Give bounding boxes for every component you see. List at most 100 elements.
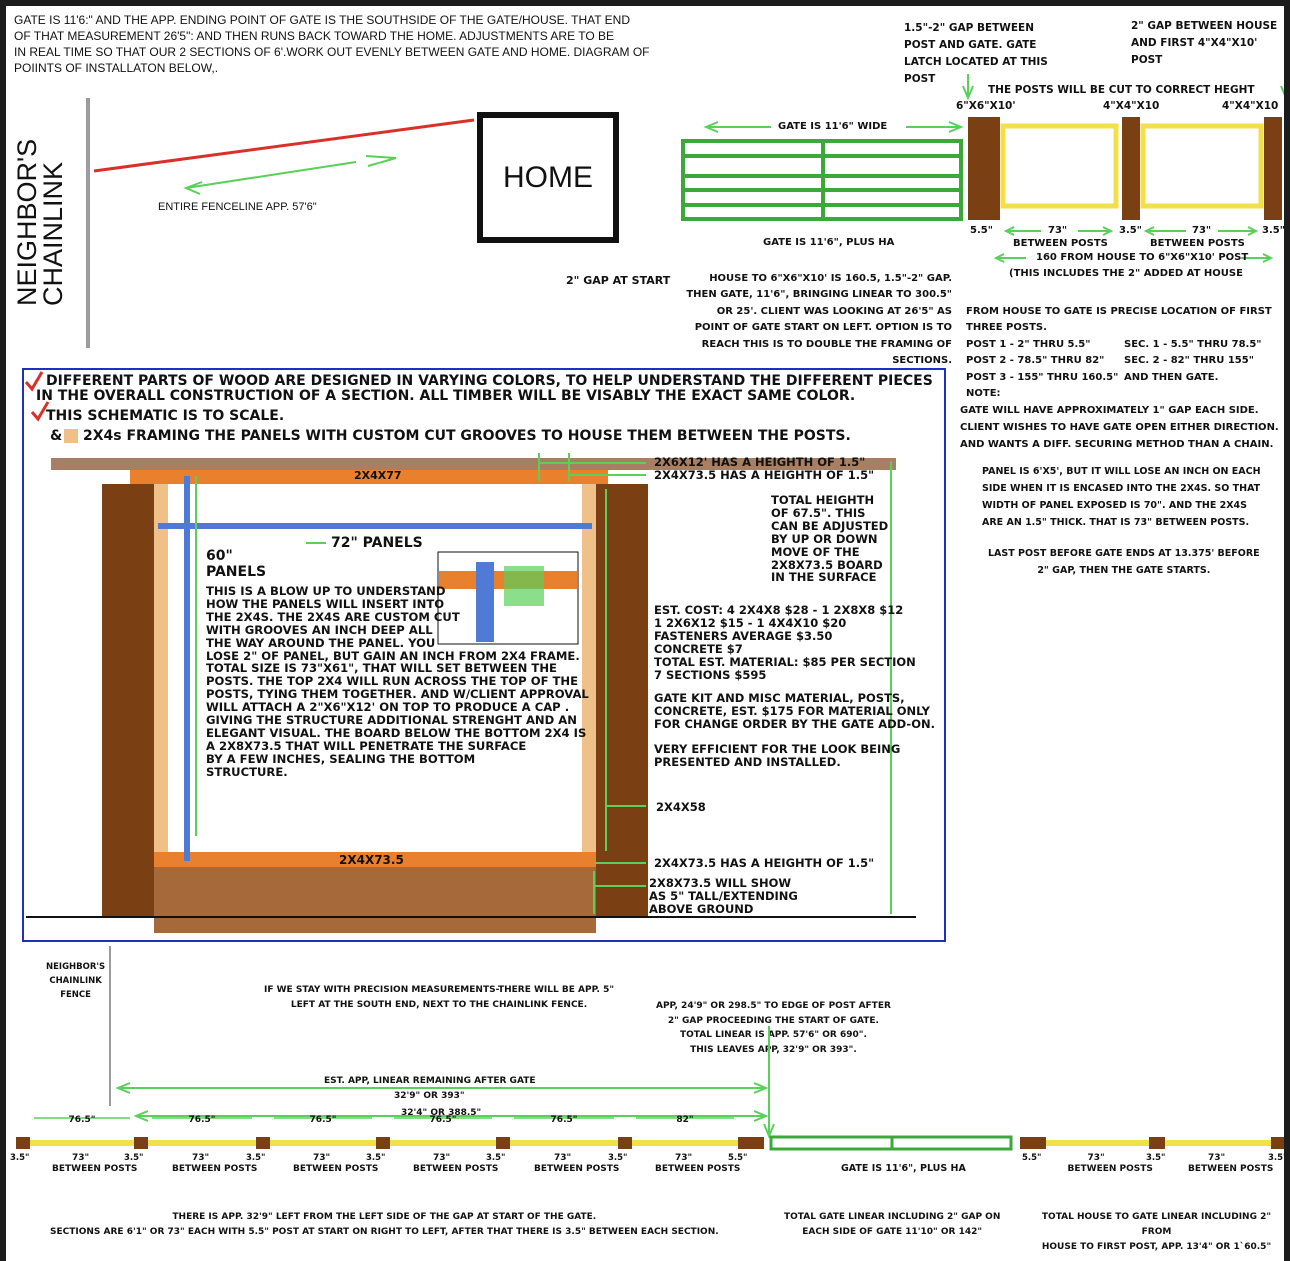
post-dim-label: 3.5" bbox=[366, 1153, 386, 1163]
home-label: HOME bbox=[503, 161, 593, 194]
segment-73-label: 73" bbox=[433, 1153, 450, 1163]
post-marker-right bbox=[1149, 1137, 1165, 1149]
very-efficient-note: VERY EFFICIENT FOR THE LOOK BEING PRESEN… bbox=[654, 742, 901, 769]
from-house-160: 160 FROM HOUSE TO 6"X6"X10' POST bbox=[1036, 252, 1249, 263]
between-posts-top-b: BETWEEN POSTS bbox=[1150, 238, 1245, 249]
gate-plus-ha-label: GATE IS 11'6", PLUS HA bbox=[763, 237, 895, 248]
between-posts-label: BETWEEN POSTS bbox=[413, 1164, 498, 1174]
post-marker bbox=[618, 1137, 632, 1149]
fenceline-red bbox=[93, 118, 475, 173]
between-posts-label-right: BETWEEN POSTS bbox=[1188, 1164, 1273, 1174]
section-marker bbox=[510, 1140, 618, 1146]
precision-note: IF WE STAY WITH PRECISION MEASUREMENTS-T… bbox=[264, 985, 615, 1010]
segment-73-label: 73" bbox=[192, 1153, 209, 1163]
fenceline-arrows bbox=[183, 155, 397, 195]
gap-at-start-label: 2" GAP AT START bbox=[566, 274, 671, 287]
posts-list: POST 1 - 2" THRU 5.5" POST 2 - 78.5" THR… bbox=[966, 339, 1119, 400]
gate-gap-note: GATE WILL HAVE APPROXIMATELY 1" GAP EACH… bbox=[960, 405, 1279, 450]
post-section-drawing bbox=[968, 117, 1282, 220]
post-dim-label-right: 3.5" bbox=[1146, 1153, 1166, 1163]
post-marker bbox=[376, 1137, 390, 1149]
section-marker-right bbox=[1046, 1140, 1149, 1146]
dim-3-5-top-end: 3.5" bbox=[1262, 225, 1285, 236]
between-posts-label: BETWEEN POSTS bbox=[293, 1164, 378, 1174]
precise-location-note: FROM HOUSE TO GATE IS PRECISE LOCATION O… bbox=[966, 306, 1272, 334]
gate-kit-note: GATE KIT AND MISC MATERIAL, POSTS, CONCR… bbox=[654, 691, 935, 731]
section-marker bbox=[30, 1140, 134, 1146]
label-2x8: 2X8X73.5 WILL SHOW AS 5" TALL/EXTENDING … bbox=[649, 876, 798, 916]
section-marker-right bbox=[1165, 1140, 1271, 1146]
section-marker bbox=[632, 1140, 738, 1146]
post-marker bbox=[496, 1137, 510, 1149]
post-marker bbox=[256, 1137, 270, 1149]
gate-plus-ha-bottom: GATE IS 11'6", PLUS HA bbox=[841, 1163, 966, 1174]
between-posts-label: BETWEEN POSTS bbox=[52, 1164, 137, 1174]
dim-73-top-b: 73" bbox=[1192, 225, 1212, 236]
post-dim-label-right: 3.5" bbox=[1268, 1153, 1288, 1163]
section-marker bbox=[270, 1140, 376, 1146]
segment-label: 82" bbox=[676, 1115, 693, 1125]
segment-label: 76.5" bbox=[69, 1115, 96, 1125]
top-right-indicator-lines bbox=[962, 74, 1284, 263]
segment-73-label: 73" bbox=[72, 1153, 89, 1163]
bottom-note-right: TOTAL HOUSE TO GATE LINEAR INCLUDING 2" … bbox=[1041, 1212, 1272, 1252]
panel-note: PANEL IS 6'X5', BUT IT WILL LOSE AN INCH… bbox=[982, 466, 1261, 528]
segment-label: 76.5" bbox=[551, 1115, 578, 1125]
left-post bbox=[102, 484, 154, 918]
label-60-panels: 60" PANELS bbox=[206, 548, 267, 580]
check-note-3: 2X4s FRAMING THE PANELS WITH CUSTOM CUT … bbox=[83, 428, 851, 444]
gate-wide-label: GATE IS 11'6" WIDE bbox=[778, 121, 888, 132]
gap-note-post-gate: 1.5"-2" GAP BETWEEN POST AND GATE. GATE … bbox=[904, 22, 1048, 85]
linear-plan-diagram: 76.5"73"BETWEEN POSTS3.5"76.5"73"BETWEEN… bbox=[10, 946, 1288, 1174]
post-dim-label-right: 5.5" bbox=[1022, 1153, 1042, 1163]
segment-73-label: 73" bbox=[554, 1153, 571, 1163]
segment-label: 76.5" bbox=[189, 1115, 216, 1125]
segment-label: 76.5" bbox=[310, 1115, 337, 1125]
section-schematic bbox=[24, 371, 916, 933]
gate-width-arrows bbox=[703, 121, 964, 133]
right-post bbox=[596, 484, 648, 918]
est-cost-note: EST. COST: 4 2X4X8 $28 - 1 2X8X8 $12 1 2… bbox=[654, 603, 916, 682]
sections-list: SEC. 1 - 5.5" THRU 78.5" SEC. 2 - 82" TH… bbox=[1124, 339, 1262, 383]
post-dim-label-start: 3.5" bbox=[10, 1153, 30, 1163]
segment-73-label: 73" bbox=[313, 1153, 330, 1163]
dim-3-5-top: 3.5" bbox=[1119, 225, 1142, 236]
label-2x4x73-bottom: 2X4X73.5 HAS A HEIGHTH OF 1.5" bbox=[654, 856, 875, 870]
house-to-6x6-note: HOUSE TO 6"X6"X10' IS 160.5, 1.5"-2" GAP… bbox=[686, 273, 952, 367]
dim-73-top-a: 73" bbox=[1048, 225, 1068, 236]
post-marker bbox=[134, 1137, 148, 1149]
between-posts-top-a: BETWEEN POSTS bbox=[1013, 238, 1108, 249]
post-dim-label: 3.5" bbox=[608, 1153, 628, 1163]
post-label-4x4-b: 4"X4"X10 bbox=[1222, 100, 1279, 112]
section-marker bbox=[390, 1140, 496, 1146]
posts-cut-note: THE POSTS WILL BE CUT TO CORRECT HEGHT bbox=[988, 84, 1255, 96]
post-marker-right bbox=[1020, 1137, 1046, 1149]
bottom-note-mid: TOTAL GATE LINEAR INCLUDING 2" GAP ON EA… bbox=[784, 1212, 1001, 1237]
neighbor-fence-bottom: NEIGHBOR'S CHAINLINK FENCE bbox=[46, 962, 106, 1000]
est-remaining-label: EST. APP, LINEAR REMAINING AFTER GATE bbox=[324, 1076, 536, 1086]
dim-5-5-top: 5.5" bbox=[970, 225, 993, 236]
value-32-9: 32'9" OR 393" bbox=[394, 1091, 465, 1101]
between-posts-label: BETWEEN POSTS bbox=[534, 1164, 619, 1174]
amp-symbol: & bbox=[50, 428, 63, 444]
total-height-note: TOTAL HEIGHTH OF 67.5". THIS CAN BE ADJU… bbox=[771, 493, 889, 585]
check-note-2: THIS SCHEMATIC IS TO SCALE. bbox=[46, 408, 285, 424]
check-note-1b: IN THE OVERALL CONSTRUCTION OF A SECTION… bbox=[36, 388, 856, 404]
value-32-4: 32'4" OR 388.5" bbox=[401, 1108, 482, 1118]
segment-73-label: 73" bbox=[675, 1153, 692, 1163]
gap-note-house: 2" GAP BETWEEN HOUSE AND FIRST 4"X4"X10'… bbox=[1131, 20, 1278, 66]
label-2x4x73-top: 2X4X73.5 HAS A HEIGHTH OF 1.5" bbox=[654, 468, 875, 482]
blowup-text: THIS IS A BLOW UP TO UNDERSTAND HOW THE … bbox=[206, 584, 589, 779]
between-posts-label: BETWEEN POSTS bbox=[172, 1164, 257, 1174]
label-2x4x58: 2X4X58 bbox=[656, 800, 706, 814]
chainlink-fence-line bbox=[86, 98, 90, 348]
section-schematic-frame bbox=[22, 368, 946, 942]
gate-drawing bbox=[681, 139, 963, 221]
segment-73-label-right: 73" bbox=[1088, 1153, 1105, 1163]
top-note: GATE IS 11'6:" AND THE APP. ENDING POINT… bbox=[14, 13, 650, 75]
between-posts-label: BETWEEN POSTS bbox=[655, 1164, 740, 1174]
label-2x6x12: 2X6X12' HAS A HEIGHTH OF 1.5" bbox=[654, 455, 866, 469]
includes-2-note: (THIS INCLUDES THE 2" ADDED AT HOUSE bbox=[1009, 268, 1243, 279]
bottom-2x4 bbox=[154, 852, 596, 867]
top-2x4 bbox=[130, 470, 608, 484]
